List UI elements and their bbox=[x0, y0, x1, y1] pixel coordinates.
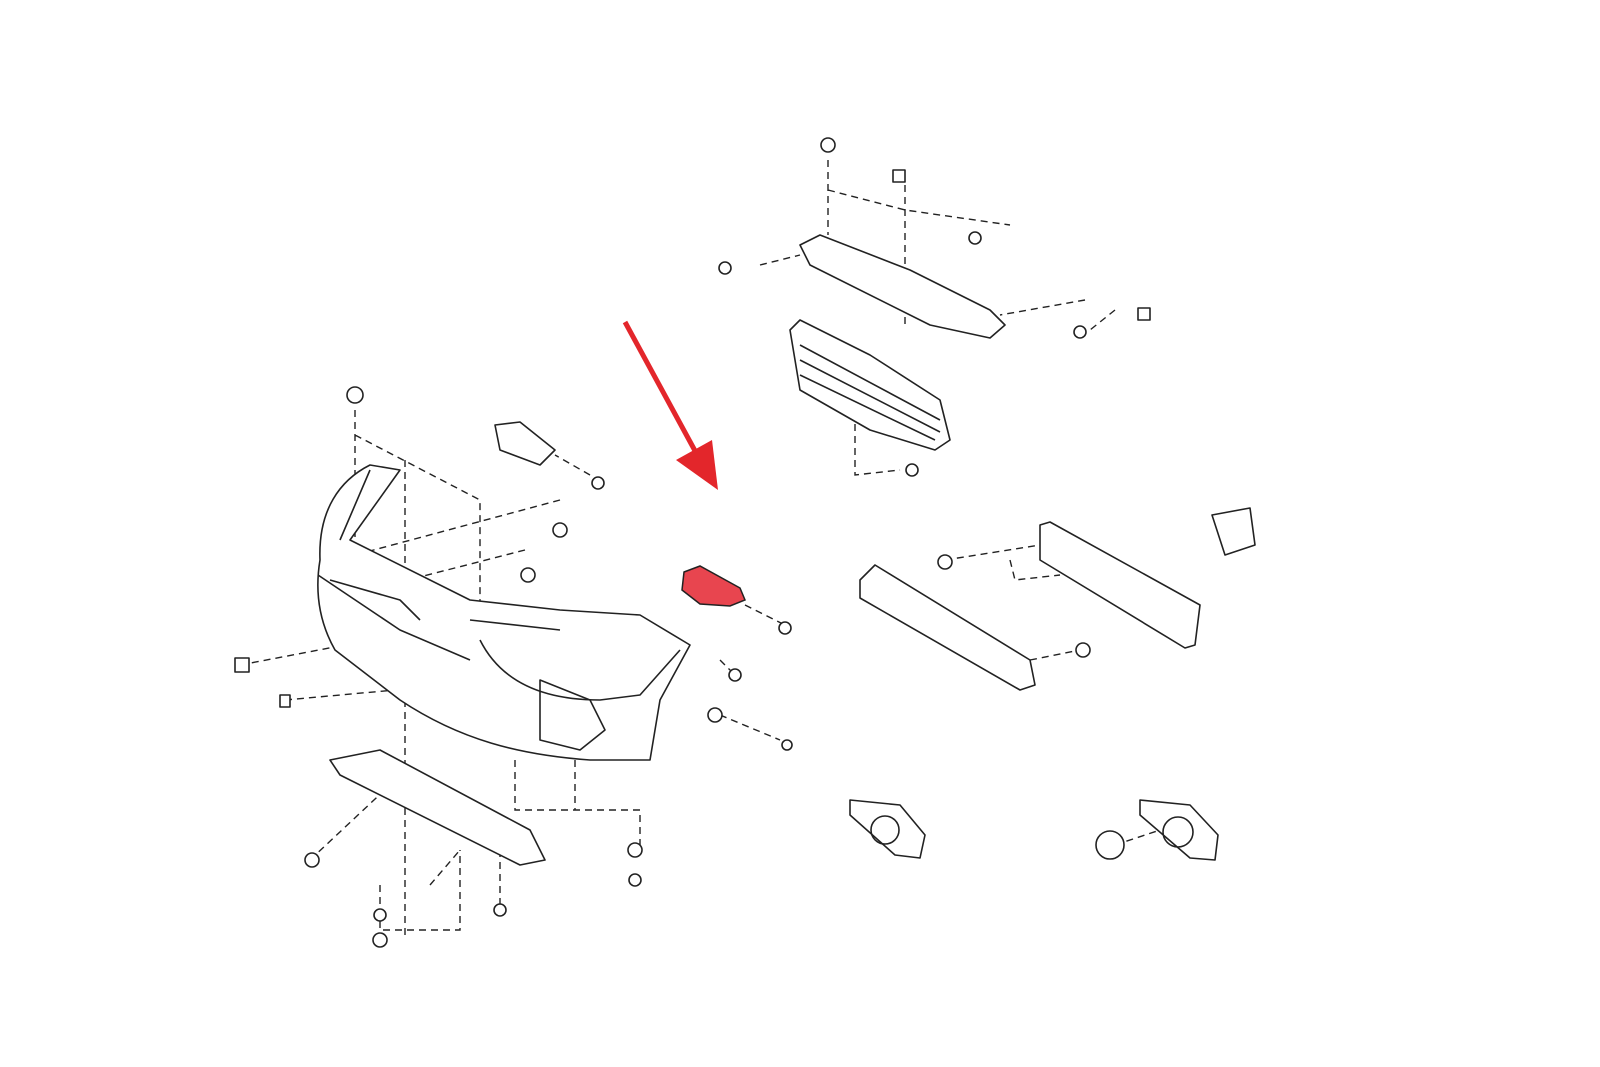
energy-absorber bbox=[859, 564, 1036, 691]
fasteners bbox=[234, 137, 1151, 948]
upper-grille-retainer bbox=[799, 234, 1006, 339]
pointer-arrow bbox=[622, 320, 718, 490]
front-bumper-cover bbox=[317, 464, 691, 761]
bumper-reinforcement bbox=[1039, 521, 1201, 649]
side-bracket bbox=[1211, 507, 1256, 556]
radiator-grille bbox=[789, 319, 951, 451]
fog-lamp-cover-right bbox=[1139, 799, 1219, 861]
lower-cover bbox=[329, 749, 546, 866]
fog-lamp-bezel-ring bbox=[1095, 830, 1125, 860]
side-bracket-left bbox=[494, 421, 556, 466]
grille-slats bbox=[799, 344, 941, 441]
bumper-retainer-highlighted[interactable] bbox=[681, 565, 746, 607]
assembly-lines bbox=[239, 160, 1161, 935]
fog-lamp-cover-left bbox=[849, 799, 926, 859]
